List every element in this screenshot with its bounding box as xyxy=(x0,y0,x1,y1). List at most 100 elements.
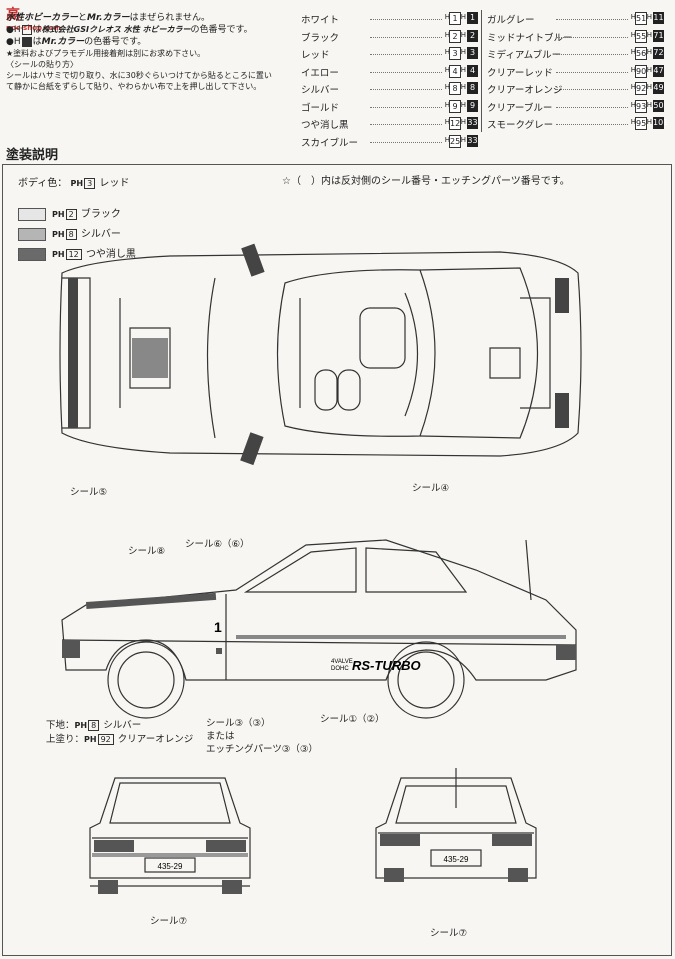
car-side-view: 1 4VALVE DOHC RS-TURBO xyxy=(61,539,577,719)
mr-h-label: H xyxy=(460,118,466,126)
aqueous-h-label: H xyxy=(630,30,636,39)
side-dohc: DOHC xyxy=(331,666,349,672)
aqueous-number: 4 xyxy=(449,64,461,78)
callout-sticker-8: シール⑧ xyxy=(128,546,166,557)
mr-number: 33 xyxy=(467,134,478,147)
mr-number: 49 xyxy=(653,82,664,94)
callout-or: または xyxy=(206,731,235,742)
leader-dots xyxy=(370,54,442,55)
aqueous-number: 92 xyxy=(635,82,647,95)
mr-number: 101 xyxy=(653,117,669,129)
mr-h-label: H xyxy=(646,13,652,21)
aqueous-number: 1 xyxy=(449,12,461,25)
leader-dots xyxy=(370,124,442,125)
aqueous-h-label: H xyxy=(630,65,636,74)
aqueous-number: 8 xyxy=(449,82,461,95)
color-name: ゴールド xyxy=(301,102,340,114)
color-name: ガルグレー xyxy=(487,15,535,26)
color-name: スモークグレー xyxy=(487,120,554,131)
mr-h-label: H xyxy=(460,48,466,56)
leader-dots xyxy=(370,71,442,73)
aqueous-h-label: H xyxy=(444,30,450,39)
aqueous-number: 95 xyxy=(635,117,647,130)
aqueous-number: 3 xyxy=(449,47,461,60)
color-name: ホワイト xyxy=(301,15,340,26)
aqueous-h-label: H xyxy=(444,65,450,74)
callout-sticker-3: シール③（③） xyxy=(206,718,271,729)
swatch-flat-black xyxy=(18,247,46,261)
leader-dots xyxy=(556,106,628,108)
callout-rear-sticker-7: シール⑦ xyxy=(430,928,468,939)
swatch-black xyxy=(18,207,46,221)
note-buy-separately: ★塗料およびプラモデル用接着剤は別にお求め下さい。 xyxy=(6,49,206,58)
side-valve: 4VALVE xyxy=(331,659,353,665)
mr-h-label: H xyxy=(646,83,652,91)
leader-dots xyxy=(370,89,442,90)
aqueous-h-label: H xyxy=(444,100,450,109)
color-name: スカイブルー xyxy=(301,137,359,149)
swatch-silver xyxy=(18,227,46,241)
aqueous-number: 12 xyxy=(449,117,461,130)
color-name: クリアーレッド xyxy=(487,67,553,79)
mr-h-label: H xyxy=(646,100,652,109)
car-front-view: 435-29 xyxy=(89,777,251,894)
mr-number: 8 xyxy=(467,82,478,94)
mr-h-label: H xyxy=(460,30,466,39)
note-sticker-title: 〈シールの貼り方〉 xyxy=(6,60,78,69)
aqueous-number: 93 xyxy=(635,99,647,113)
aqueous-number: 25 xyxy=(449,134,461,148)
leader-dots xyxy=(370,141,442,143)
aqueous-h-label: H xyxy=(630,118,636,126)
aqueous-number: 2 xyxy=(449,29,461,43)
callout-sticker-6: シール⑥（⑥） xyxy=(185,539,250,550)
mr-number: 71 xyxy=(653,29,664,42)
callout-etching-3: エッチングパーツ③（③） xyxy=(206,744,318,755)
diagram-frame xyxy=(2,164,672,956)
side-model: RS-TURBO xyxy=(352,658,421,673)
car-top-view xyxy=(59,243,582,466)
aqueous-h-label: H xyxy=(444,135,450,144)
color-name: つや消し黒 xyxy=(301,120,349,131)
mr-number: 9 xyxy=(467,99,478,112)
aqueous-h-label: H xyxy=(630,83,636,91)
note-mixing: 水性ホビーカラーとMr.カラーはまぜられません。 xyxy=(6,13,211,23)
color-name: イエロー xyxy=(301,67,339,79)
mr-h-label: H xyxy=(646,48,652,56)
aqueous-h-label: H xyxy=(444,118,450,126)
aqueous-h-label: H xyxy=(444,83,450,91)
leader-dots xyxy=(370,19,442,20)
color-name: クリアーブルー xyxy=(487,102,553,114)
note-sticker-1: シールはハサミで切り取り、水に30秒ぐらいつけてから貼るところに置い xyxy=(6,71,272,80)
mr-number: 2 xyxy=(467,29,478,42)
leader-dots xyxy=(370,36,442,38)
leader-dots xyxy=(556,71,628,73)
color-name: ブラック xyxy=(301,32,340,44)
aqueous-number: 56 xyxy=(635,47,647,60)
filled-box-icon xyxy=(21,36,32,47)
leader-dots xyxy=(556,54,628,55)
leader-dots xyxy=(556,89,628,90)
mr-number: 11 xyxy=(653,12,664,24)
aqueous-number: 55 xyxy=(635,29,647,43)
mr-h-label: H xyxy=(646,30,652,39)
aqueous-h-label: H xyxy=(444,48,450,56)
mr-h-label: H xyxy=(460,13,466,21)
callout-sticker-5: シール⑤ xyxy=(70,487,108,498)
